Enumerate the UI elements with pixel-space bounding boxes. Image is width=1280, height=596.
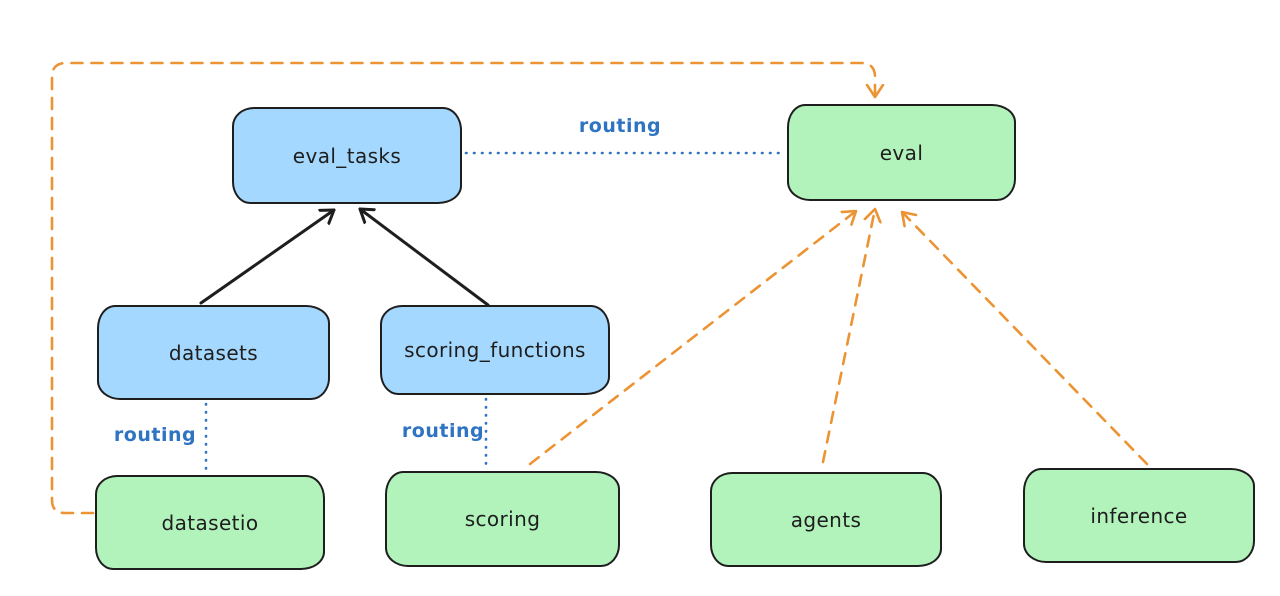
node-scoring-functions-label: scoring_functions [404,338,586,362]
edge-label-routing-eval-tasks-eval: routing [578,115,662,137]
node-datasets-label: datasets [168,340,259,365]
edge-label-routing-scoring-functions-scoring: routing [401,420,485,442]
node-agents: agents [710,472,942,567]
edge-datasetio-to-eval-dashed-loop [50,61,875,515]
edge-datasets-to-eval-tasks-arrow [199,208,336,305]
node-scoring-label: scoring [464,507,541,531]
node-datasets: datasets [97,305,330,400]
node-agents-label: agents [790,507,862,532]
node-datasetio-label: datasetio [161,510,259,535]
node-scoring: scoring [385,471,620,567]
node-scoring-functions: scoring_functions [380,305,610,395]
edge-agents-to-eval-dashed [821,207,875,464]
edge-label-routing-datasets-datasetio: routing [113,424,197,446]
node-inference: inference [1023,468,1255,563]
node-inference-label: inference [1090,503,1188,528]
node-datasetio: datasetio [95,475,325,570]
node-eval: eval [787,104,1016,201]
node-eval-tasks: eval_tasks [232,107,462,204]
node-eval-label: eval [879,140,924,165]
node-eval-tasks-label: eval_tasks [292,143,402,168]
edge-inference-to-eval-dashed [900,210,1149,466]
edge-scoring-functions-to-eval-tasks-arrow [358,207,490,307]
edge-scoring-to-eval-dashed [528,209,858,466]
